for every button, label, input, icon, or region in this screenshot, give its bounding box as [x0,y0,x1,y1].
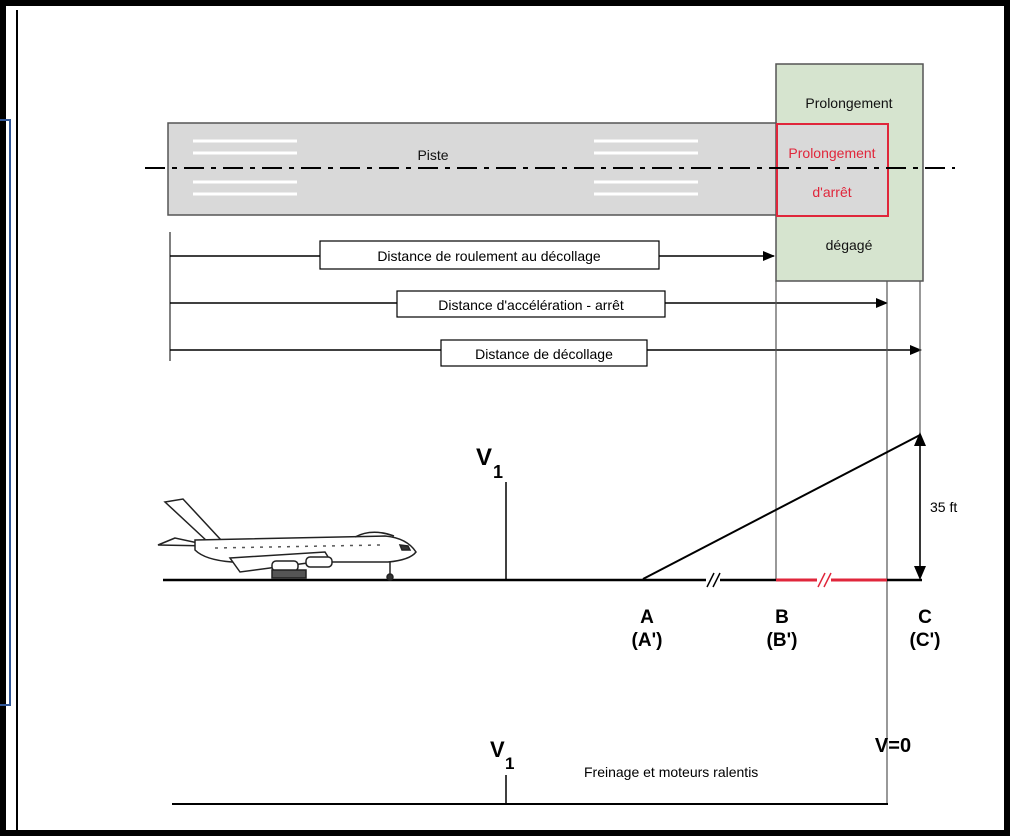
takeoff-distance-box [440,339,648,367]
v1-bottom-label-sub: 1 [505,754,514,773]
accelerate-stop-box [396,290,666,318]
accelerate-stop-label: Distance d'accélération - arrêt [438,297,624,313]
runway-markings-left [193,139,297,196]
point-a-label: A [640,607,654,628]
v1-label: V [476,444,492,471]
point-c-prime-label: (C') [910,630,941,651]
v-zero-label: V=0 [875,735,911,757]
v1-label-sub: 1 [493,462,503,482]
v1-bottom-label: V [490,737,505,762]
takeoff-run-label: Distance de roulement au décollage [377,248,601,264]
stopway-label-line2: d'arrêt [812,184,851,200]
stopway-label-line1: Prolongement [788,145,875,161]
point-c-label: C [918,607,932,628]
clearway-label-top: Prolongement [805,95,892,111]
height-arrow-bottom [914,566,926,580]
takeoff-run-box [319,240,660,270]
runway-label: Piste [417,147,448,163]
takeoff-distance-label: Distance de décollage [475,346,613,362]
point-a-prime-label: (A') [632,630,663,651]
runway-markings-right [594,139,698,196]
climb-path [642,434,921,580]
break-mark-1 [706,572,721,588]
side-bracket [0,119,11,706]
point-b-label: B [775,607,789,628]
point-b-prime-label: (B') [767,630,798,651]
airplane-icon [157,498,417,581]
height-arrow-top [914,432,926,446]
clearway-label-bottom: dégagé [826,237,873,253]
height-label: 35 ft [930,499,957,515]
break-mark-2 [817,572,832,588]
stopway-zone [776,123,889,217]
braking-label: Freinage et moteurs ralentis [584,764,758,780]
